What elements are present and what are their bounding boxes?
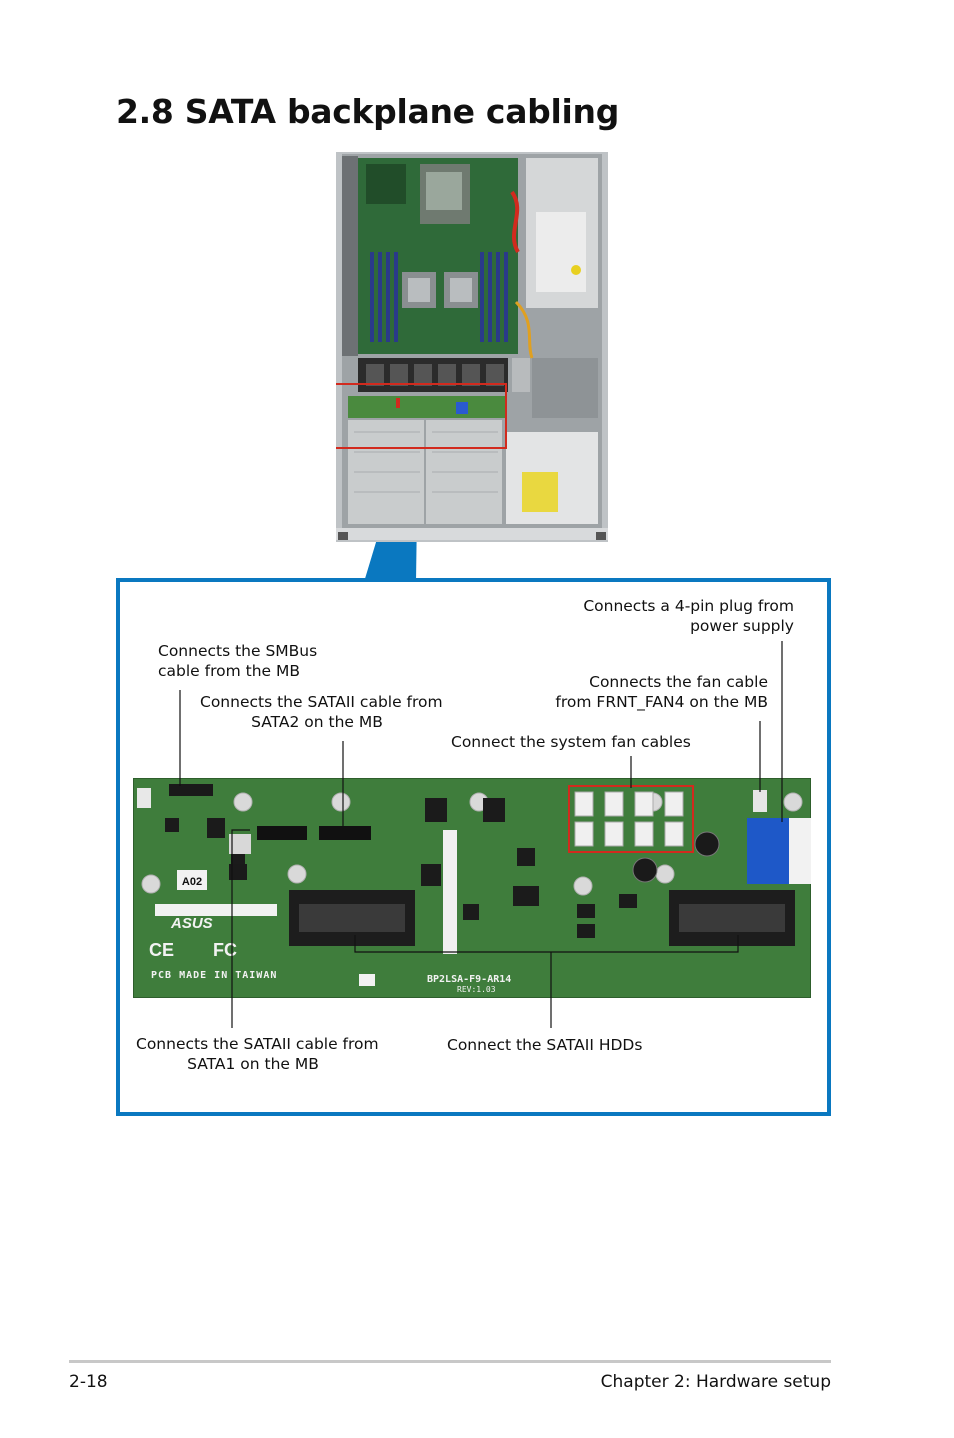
footer-rule [69,1360,831,1363]
callout-system-fans: Connect the system fan cables [451,733,691,751]
board-brand-logo: ASUS [170,915,213,932]
fc-mark: FC [213,940,237,960]
ce-mark: CE [149,940,174,960]
page-number: 2-18 [69,1372,108,1392]
callout-hdds: Connect the SATAII HDDs [447,1036,643,1054]
callout-smbus: Connects the SMBus cable from the MB [158,642,318,680]
backplane-board: A02 ASUS CE FC PCB MADE IN TAIWAN BP2LSA… [133,778,811,998]
callout-power: Connects a 4-pin plug from power supply [583,597,794,635]
callout-sata2: Connects the SATAII cable from SATA2 on … [200,693,443,731]
callout-fan-cable: Connects the fan cable from FRNT_FAN4 on… [555,673,768,711]
board-revision: REV:1.03 [457,985,496,994]
page-title: 2.8 SATA backplane cabling [116,92,620,131]
board-version-label: A02 [182,876,202,888]
board-made-in: PCB MADE IN TAIWAN [151,970,277,981]
server-photo [336,152,608,542]
chapter-title: Chapter 2: Hardware setup [600,1372,831,1392]
board-model: BP2LSA-F9-AR14 [427,974,511,985]
callout-sata1: Connects the SATAII cable from SATA1 on … [136,1035,379,1073]
